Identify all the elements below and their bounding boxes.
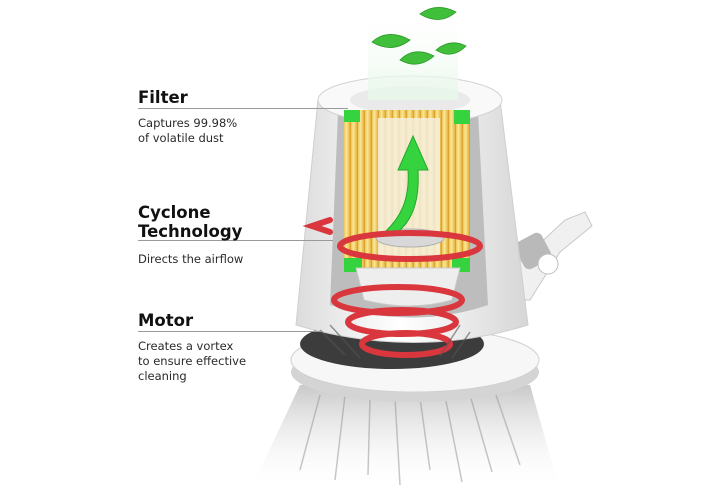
filter-callout: Filter Captures 99.98% of volatile dust bbox=[138, 88, 318, 146]
motor-leader-line bbox=[138, 331, 320, 332]
filter-leader-line bbox=[138, 108, 348, 109]
airflow-arrow-icon bbox=[384, 134, 429, 237]
motor-title: Motor bbox=[138, 311, 194, 330]
cyclone-description: Directs the airflow bbox=[138, 252, 244, 266]
filter-title: Filter bbox=[138, 88, 188, 107]
motor-description: Creates a vortex to ensure effective cle… bbox=[138, 339, 247, 383]
motor-grille bbox=[319, 324, 471, 359]
cyclone-title: Cyclone Technology bbox=[138, 203, 243, 241]
leaf-icon bbox=[371, 7, 467, 65]
cyclone-leader-line bbox=[138, 240, 333, 241]
dust-spray bbox=[250, 385, 560, 491]
cyclone-coil-icon bbox=[302, 217, 483, 358]
motor-callout: Motor Creates a vortex to ensure effecti… bbox=[138, 311, 318, 384]
cyclone-callout: Cyclone Technology Directs the airflow bbox=[138, 203, 318, 267]
vacuum-handle bbox=[504, 211, 593, 301]
filter-description: Captures 99.98% of volatile dust bbox=[138, 116, 238, 145]
